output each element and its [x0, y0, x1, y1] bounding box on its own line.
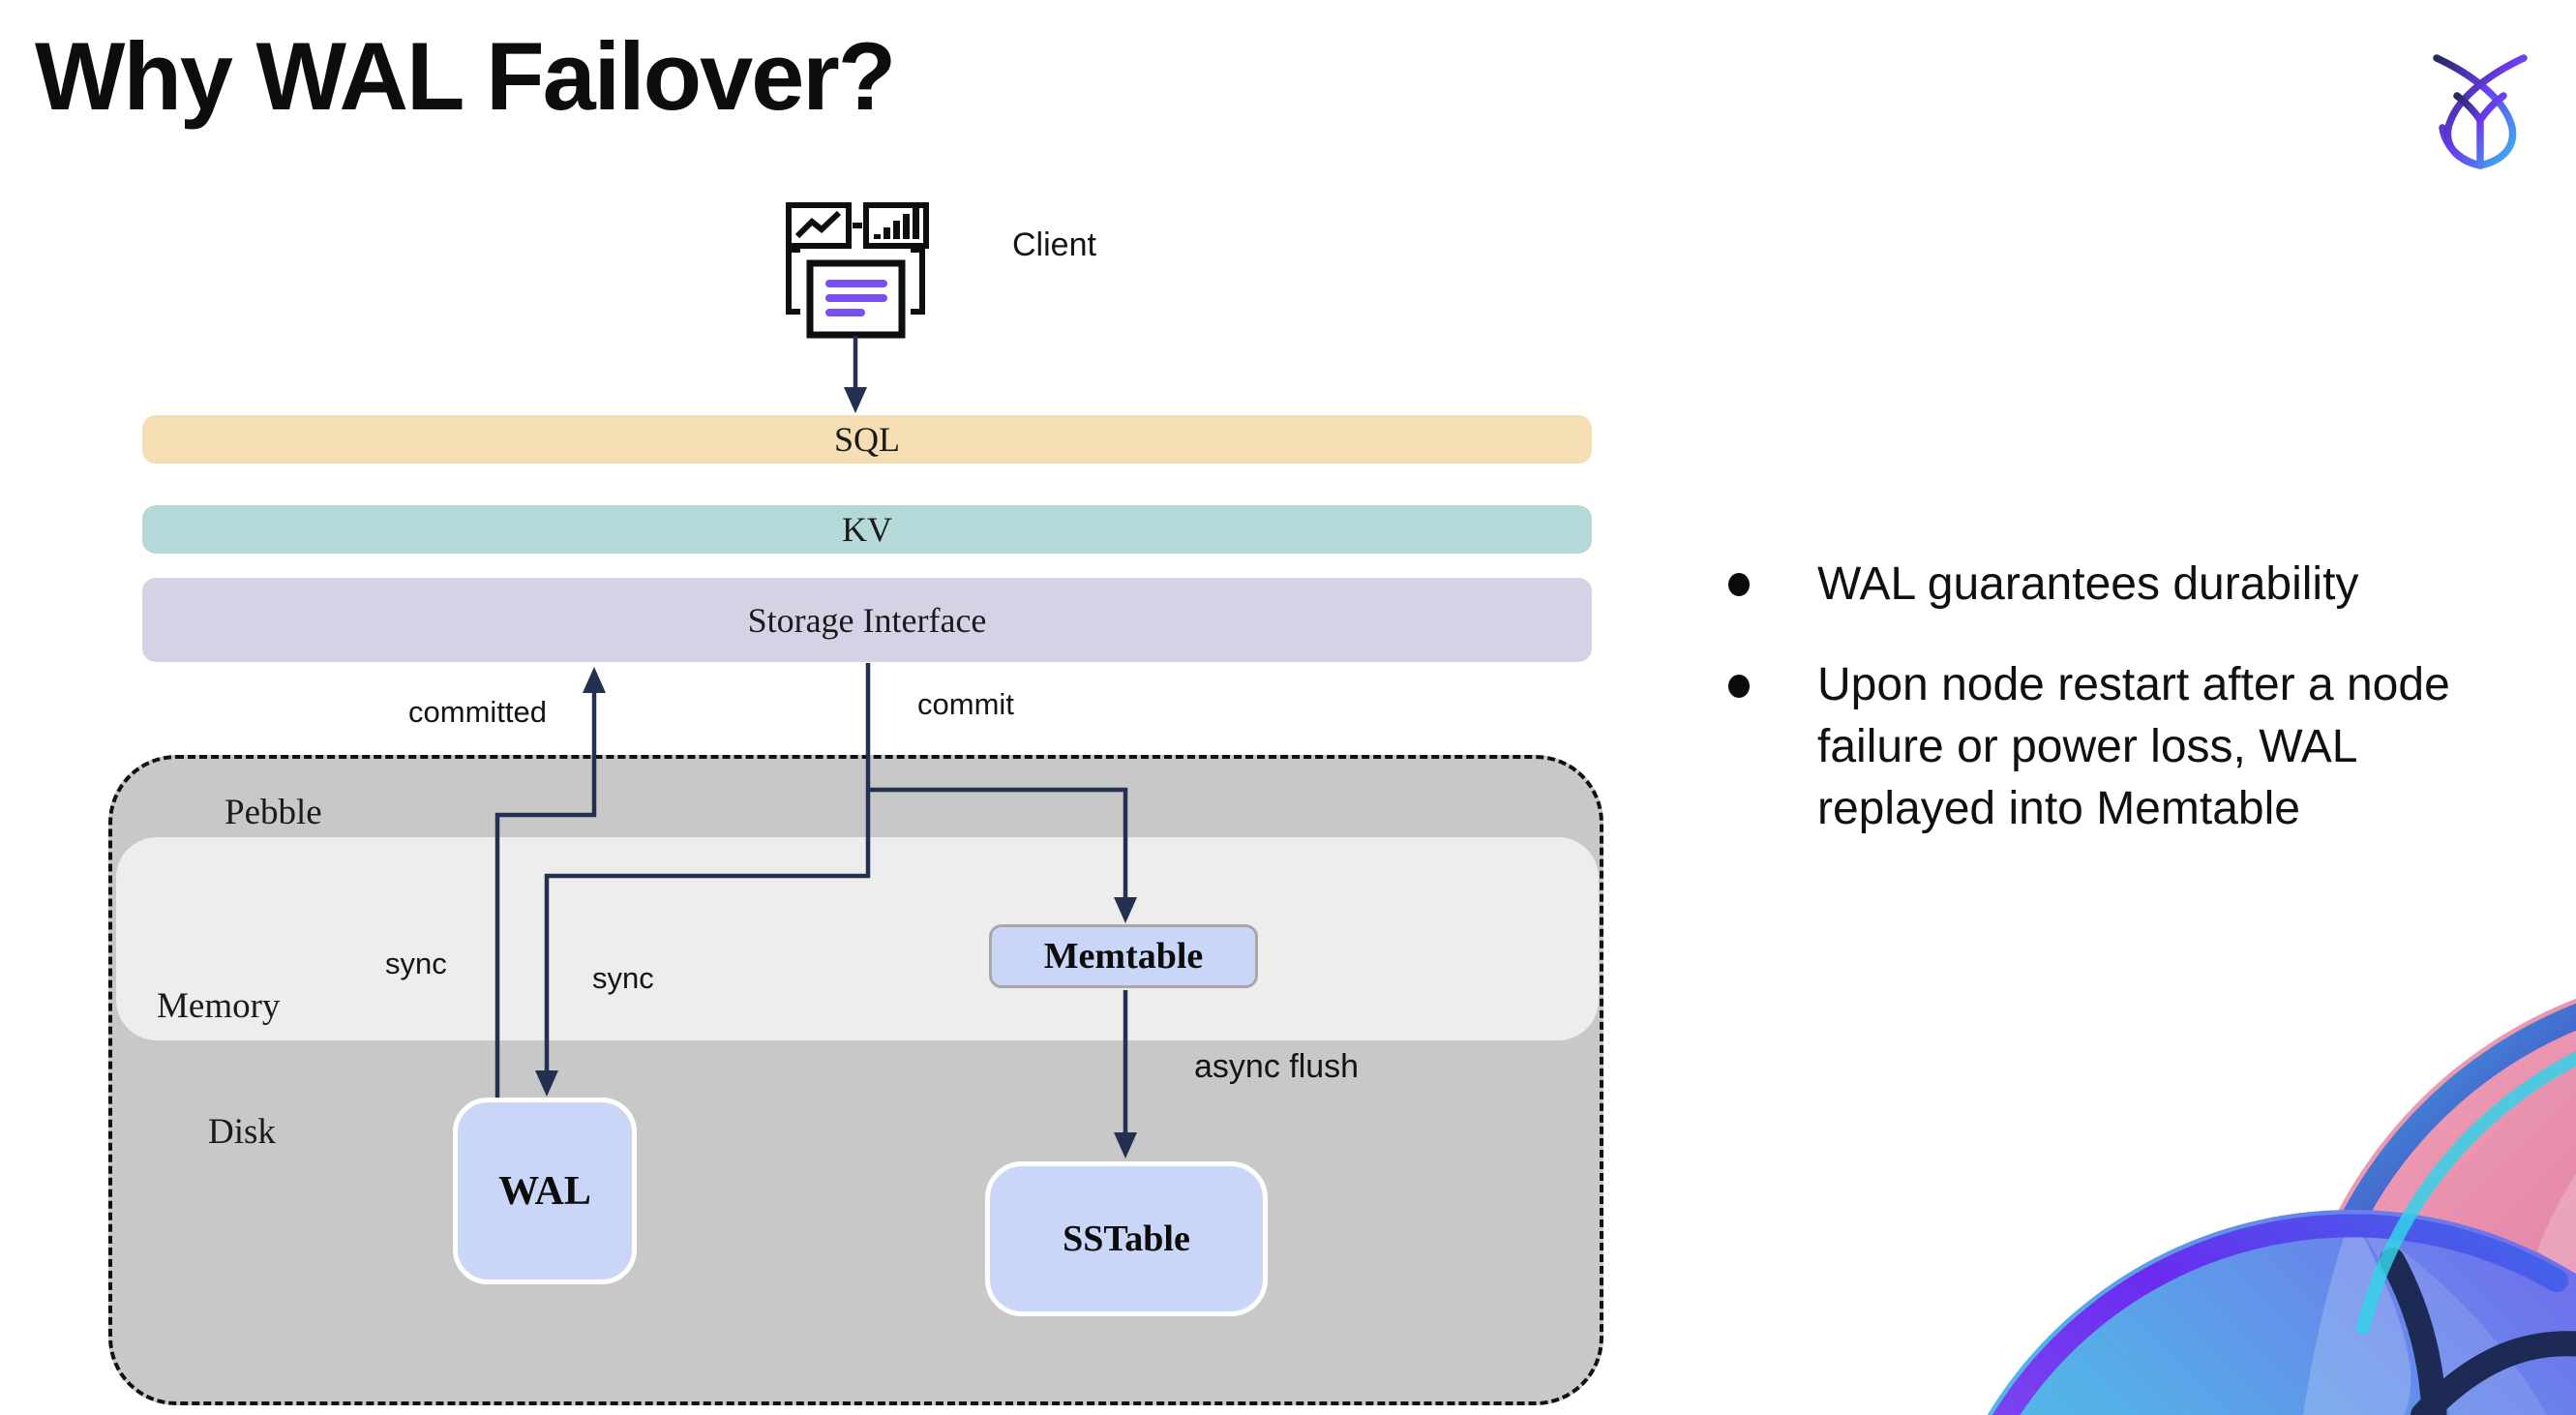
pink-sphere-highlight [2537, 1173, 2576, 1281]
logo-right-antenna-body [2443, 54, 2528, 169]
client-terminal-lines [825, 280, 887, 316]
blue-sphere-highlight [2303, 1214, 2411, 1415]
client-right-bracket [911, 247, 925, 315]
arrowhead-storage [583, 667, 606, 693]
layer-sql: SQL [142, 415, 1592, 464]
memory-band [116, 837, 1599, 1040]
arrowhead-sql [844, 387, 867, 413]
bullet-dot [1728, 675, 1750, 698]
logo-inner-y [2453, 92, 2507, 166]
leaf-veins [2380, 1248, 2576, 1415]
layer-storage-label: Storage Interface [747, 600, 987, 640]
page-title: Why WAL Failover? [35, 22, 896, 130]
wal-node: WAL [453, 1098, 637, 1284]
client-dash [853, 223, 862, 228]
brand-artwork [1987, 998, 2576, 1415]
sstable-label: SSTable [1063, 1219, 1190, 1259]
client-linechart-glyph [794, 210, 842, 239]
memory-label: Memory [157, 986, 281, 1026]
memtable-node: Memtable [989, 924, 1258, 988]
edge-label-commit: commit [917, 687, 1014, 721]
pink-inner-arc [2356, 1051, 2576, 1335]
edge-label-sync-down: sync [592, 961, 654, 995]
client-icon [786, 202, 929, 339]
client-barchart-glyph [874, 207, 919, 239]
layer-kv-label: KV [842, 510, 892, 549]
edge-label-sync-up: sync [385, 947, 447, 980]
layer-kv: KV [142, 505, 1592, 554]
bullet-item: Upon node restart after a node failure o… [1817, 659, 2450, 834]
client-label: Client [1012, 226, 1096, 263]
layer-storage-interface: Storage Interface [142, 578, 1592, 662]
blue-edge-arc [1992, 1214, 2568, 1415]
bullet-item: WAL guarantees durability [1817, 558, 2359, 610]
layer-sql-label: SQL [833, 420, 900, 459]
client-left-bracket [786, 247, 800, 315]
edge-label-async-flush: async flush [1194, 1048, 1360, 1085]
wal-label: WAL [498, 1168, 591, 1214]
pebble-label: Pebble [225, 793, 322, 832]
bullet-dot [1728, 573, 1750, 596]
disk-label: Disk [208, 1112, 276, 1152]
cockroachdb-logo [2433, 54, 2528, 169]
memtable-label: Memtable [1043, 936, 1204, 977]
sstable-node: SSTable [985, 1161, 1268, 1316]
client-chart-monitor [786, 202, 852, 249]
edge-label-committed: committed [408, 695, 547, 729]
